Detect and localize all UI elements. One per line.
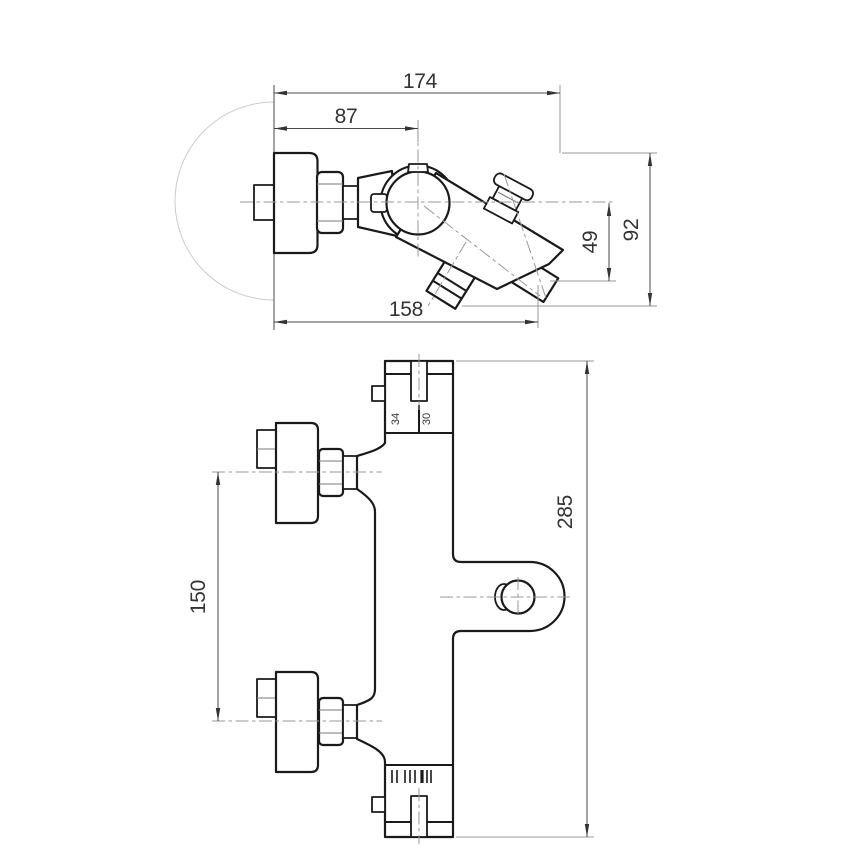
temperature-handle: 34 30: [371, 354, 453, 434]
flow-scale-ticks: [391, 770, 432, 783]
dim-285: 285: [456, 360, 594, 838]
front-inlet-top: [256, 421, 358, 525]
dim-label-49: 49: [579, 231, 602, 254]
diverter-knob: [482, 172, 534, 225]
dim-label-87: 87: [335, 105, 358, 128]
dim-150: 150: [187, 472, 221, 721]
dim-49: 49: [550, 203, 616, 282]
dim-label-158: 158: [389, 298, 423, 321]
housing-clip: [370, 193, 388, 213]
dim-92: 92: [462, 152, 657, 307]
side-center-lines: [240, 126, 614, 307]
front-inlet-bottom: [256, 670, 358, 774]
dim-158: 158: [274, 285, 539, 328]
side-escutcheon: [272, 151, 319, 255]
scale-label-34: 34: [390, 413, 402, 425]
flow-handle-tab: [371, 796, 386, 813]
flow-handle: [371, 764, 453, 844]
dim-label-285: 285: [554, 495, 577, 529]
side-view: 174 87 92 49: [174, 70, 657, 330]
dim-174: 174: [274, 70, 561, 153]
front-view: 34 30: [187, 354, 594, 844]
dim-label-174: 174: [403, 70, 438, 93]
dim-label-150: 150: [187, 580, 210, 614]
dim-label-92: 92: [620, 219, 643, 242]
front-center-lines: [212, 471, 382, 722]
front-body: [355, 359, 566, 839]
scale-label-30: 30: [421, 413, 433, 425]
dim-87: 87: [274, 105, 419, 142]
front-diverter: [440, 577, 570, 617]
temperature-handle-tab: [371, 385, 386, 402]
